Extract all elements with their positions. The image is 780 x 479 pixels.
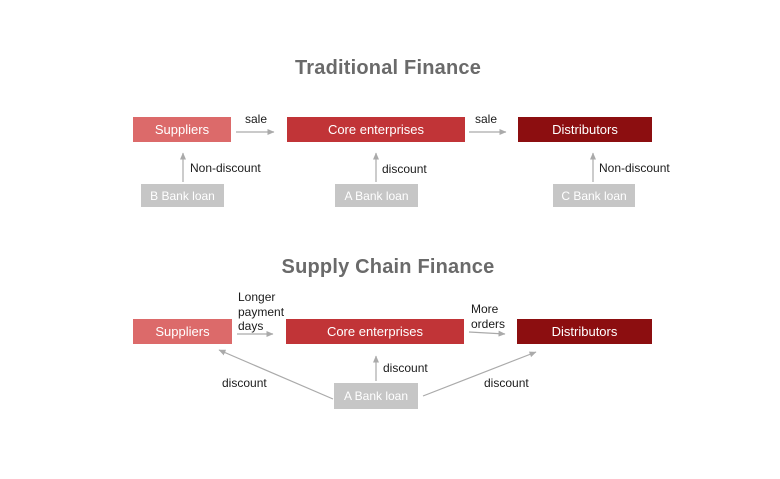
supply-core-enterprises-label: Core enterprises <box>326 324 424 339</box>
traditional-c-bank-loan-box: C Bank loan <box>553 184 635 207</box>
traditional-right-loan-type-label: Non-discount <box>599 161 670 175</box>
supply-right-discount-label: discount <box>484 376 529 390</box>
supply-left-discount-label: discount <box>222 376 267 390</box>
supply-suppliers-label: Suppliers <box>155 324 210 339</box>
traditional-a-bank-loan-label: A Bank loan <box>344 188 409 203</box>
supply-longer-payment-days-label: Longer payment days <box>238 290 285 333</box>
traditional-left-loan-type-label: Non-discount <box>190 161 261 175</box>
traditional-sale-left-label: sale <box>244 112 267 126</box>
traditional-suppliers-label: Suppliers <box>154 122 210 137</box>
traditional-finance-title: Traditional Finance <box>294 57 482 79</box>
supply-core-enterprises-box: Core enterprises <box>286 319 464 344</box>
traditional-b-bank-loan-box: B Bank loan <box>141 184 224 207</box>
supply-more-orders-label: More orders <box>471 302 506 331</box>
traditional-a-bank-loan-box: A Bank loan <box>335 184 418 207</box>
traditional-suppliers-box: Suppliers <box>133 117 231 142</box>
traditional-distributors-box: Distributors <box>518 117 652 142</box>
supply-suppliers-box: Suppliers <box>133 319 232 344</box>
s-arrow-abank-to-suppliers <box>218 349 334 400</box>
supply-a-bank-loan-label: A Bank loan <box>343 389 409 403</box>
traditional-distributors-label: Distributors <box>552 122 618 137</box>
supply-middle-discount-label: discount <box>383 361 428 375</box>
supply-chain-finance-title: Supply Chain Finance <box>281 256 495 278</box>
traditional-core-enterprises-box: Core enterprises <box>287 117 465 142</box>
supply-distributors-label: Distributors <box>551 324 618 339</box>
traditional-b-bank-loan-label: B Bank loan <box>150 188 215 203</box>
traditional-sale-right-label: sale <box>474 112 497 126</box>
supply-a-bank-loan-box: A Bank loan <box>334 383 418 409</box>
s-arrow-core-to-distributors <box>468 330 506 337</box>
traditional-c-bank-loan-label: C Bank loan <box>561 188 627 203</box>
supply-distributors-box: Distributors <box>517 319 652 344</box>
traditional-middle-loan-type-label: discount <box>382 162 427 176</box>
traditional-core-enterprises-label: Core enterprises <box>327 122 425 137</box>
